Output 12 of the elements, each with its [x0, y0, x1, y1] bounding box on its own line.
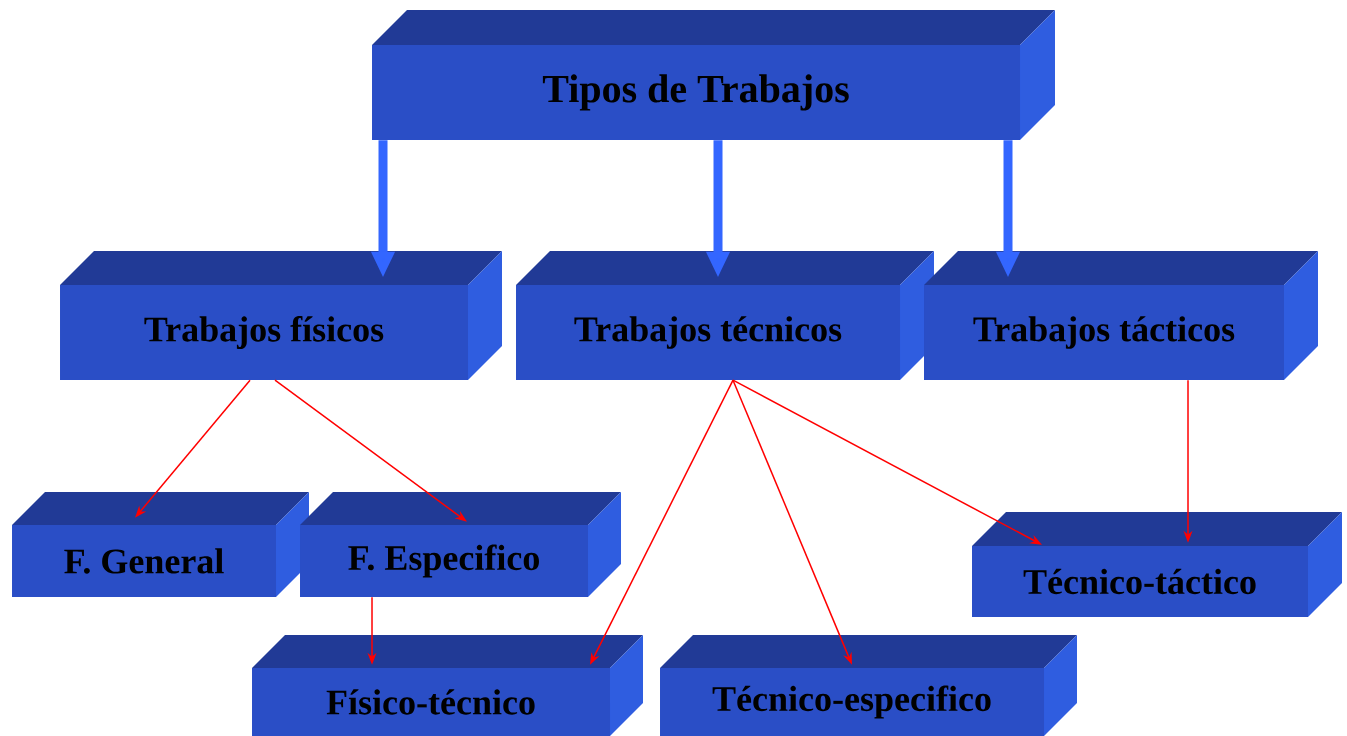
box: Trabajos físicos: [60, 251, 502, 380]
box: F. Especifico: [300, 492, 621, 597]
box: Trabajos tácticos: [924, 251, 1318, 380]
node-label: F. General: [64, 548, 224, 574]
box: Tipos de Trabajos: [372, 10, 1055, 140]
box: Técnico-especifico: [660, 635, 1077, 736]
box: Técnico-táctico: [972, 512, 1342, 617]
box: Trabajos técnicos: [516, 251, 934, 380]
arrow: [274, 379, 467, 522]
node-label: Trabajos técnicos: [574, 316, 842, 349]
box: Físico-técnico: [252, 635, 643, 736]
box: F. General: [12, 492, 309, 597]
